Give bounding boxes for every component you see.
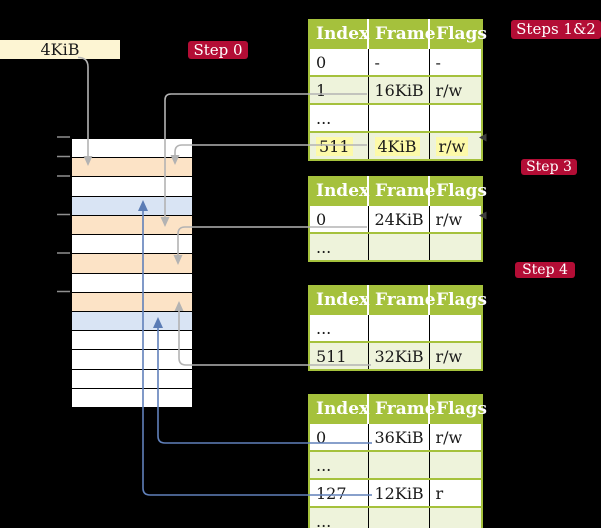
cell-index: ... bbox=[316, 108, 332, 128]
badge-step-0: Step 0 bbox=[188, 41, 248, 59]
cell-frame bbox=[367, 314, 429, 342]
cell-flags bbox=[428, 104, 482, 132]
memory-frame-row-36kib bbox=[72, 310, 192, 331]
cell-frame bbox=[367, 233, 429, 261]
cell-index: 0 bbox=[316, 209, 327, 229]
memory-frame-row bbox=[72, 139, 192, 158]
memory-frame-row-24kib bbox=[72, 253, 192, 273]
cell-index: ... bbox=[316, 318, 332, 338]
table-row: 127 12KiB r bbox=[309, 479, 482, 507]
cell-frame: 24KiB bbox=[367, 205, 429, 233]
cell-frame: - bbox=[367, 48, 429, 76]
badge-step-4: Step 4 bbox=[515, 262, 575, 278]
column-header-flags: Flags bbox=[428, 20, 487, 48]
page-table-step-4: Index Frame Flags ... 511 32KiB r/w bbox=[308, 285, 487, 371]
memory-frame-row bbox=[72, 387, 192, 408]
cell-flags: - bbox=[428, 48, 482, 76]
memory-frame-row bbox=[72, 330, 192, 350]
table-header-row: Index Frame Flags bbox=[309, 395, 487, 423]
table-row-ellipsis: ... bbox=[309, 233, 482, 261]
cell-index: 0 bbox=[316, 52, 327, 72]
column-header-index: Index bbox=[309, 286, 369, 314]
column-header-frame: Frame bbox=[367, 286, 436, 314]
cell-flags bbox=[428, 233, 482, 261]
cell-flags: r/w bbox=[428, 342, 482, 370]
column-header-flags: Flags bbox=[428, 177, 487, 205]
cell-index: ... bbox=[309, 507, 368, 528]
memory-frame-row-12kib bbox=[72, 195, 192, 215]
cell-frame bbox=[367, 451, 429, 479]
column-header-flags: Flags bbox=[428, 395, 487, 423]
memory-frame-row bbox=[72, 272, 192, 292]
memory-frame-row bbox=[72, 349, 192, 369]
cell-flags: r/w bbox=[428, 205, 482, 233]
cell-index: ... bbox=[309, 233, 368, 261]
memory-frame-row bbox=[72, 234, 192, 254]
table-row-recursive-entry: 511 4KiB r/w bbox=[309, 132, 482, 160]
column-header-flags: Flags bbox=[428, 286, 487, 314]
memory-frame-row bbox=[72, 176, 192, 196]
highlighted-value: 511 bbox=[316, 136, 353, 156]
table-row: 511 32KiB r/w bbox=[309, 342, 482, 370]
cell-index: 0 bbox=[316, 427, 327, 447]
memory-frame-row-32kib bbox=[72, 291, 192, 311]
cell-frame bbox=[367, 104, 429, 132]
cell-flags: r bbox=[428, 479, 482, 507]
highlighted-value: 4KiB bbox=[374, 136, 420, 156]
memory-frame-row-4kib bbox=[72, 157, 192, 177]
table-row: 0 36KiB r/w bbox=[309, 423, 482, 451]
table-header-row: Index Frame Flags bbox=[309, 177, 487, 205]
table-row: 0 24KiB r/w bbox=[309, 205, 482, 233]
table-row: 1 16KiB r/w bbox=[309, 76, 482, 104]
page-table-steps-1-2: Index Frame Flags 0 - - 1 16KiB r/w ... … bbox=[308, 19, 487, 161]
cell-frame: 32KiB bbox=[367, 342, 429, 370]
badge-steps-1-2: Steps 1&2 bbox=[511, 20, 601, 39]
physical-memory-column bbox=[70, 137, 194, 409]
cell-flags bbox=[428, 314, 482, 342]
cell-flags: r/w bbox=[428, 423, 482, 451]
column-header-frame: Frame bbox=[367, 395, 436, 423]
table-row-ellipsis: ... bbox=[309, 314, 482, 342]
cell-frame: 16KiB bbox=[367, 76, 429, 104]
column-header-index: Index bbox=[309, 20, 369, 48]
cell-index: 511 bbox=[309, 132, 368, 160]
cell-frame: 4KiB bbox=[367, 132, 429, 160]
cell-index: 1 bbox=[309, 76, 368, 104]
column-header-index: Index bbox=[309, 177, 369, 205]
memory-tick-marks bbox=[57, 136, 70, 293]
badge-step-3: Step 3 bbox=[521, 159, 577, 175]
cell-flags: r/w bbox=[428, 132, 482, 160]
cell-flags bbox=[428, 451, 482, 479]
table-row: 0 - - bbox=[309, 48, 482, 76]
table-row-ellipsis: ... bbox=[309, 507, 482, 528]
column-header-frame: Frame bbox=[367, 20, 436, 48]
memory-frame-row bbox=[72, 368, 192, 388]
page-table-step-3: Index Frame Flags 0 24KiB r/w ... bbox=[308, 176, 487, 262]
page-table-level-1: Index Frame Flags 0 36KiB r/w ... 127 12… bbox=[308, 394, 487, 528]
cell-frame: 12KiB bbox=[367, 479, 429, 507]
highlighted-value: r/w bbox=[435, 136, 469, 156]
column-header-index: Index bbox=[309, 395, 369, 423]
cell-index: ... bbox=[309, 451, 368, 479]
column-header-frame: Frame bbox=[367, 177, 436, 205]
cell-index: 511 bbox=[309, 342, 368, 370]
table-row-ellipsis: ... bbox=[309, 104, 482, 132]
table-header-row: Index Frame Flags bbox=[309, 286, 487, 314]
cell-frame bbox=[367, 507, 429, 528]
cell-flags: r/w bbox=[428, 76, 482, 104]
table-row-ellipsis: ... bbox=[309, 451, 482, 479]
cell-index: 127 bbox=[316, 483, 347, 503]
frame-size-label: 4KiB bbox=[0, 40, 120, 59]
memory-frame-row-16kib bbox=[72, 214, 192, 235]
table-header-row: Index Frame Flags bbox=[309, 20, 487, 48]
cell-flags bbox=[428, 507, 482, 528]
cell-frame: 36KiB bbox=[367, 423, 429, 451]
